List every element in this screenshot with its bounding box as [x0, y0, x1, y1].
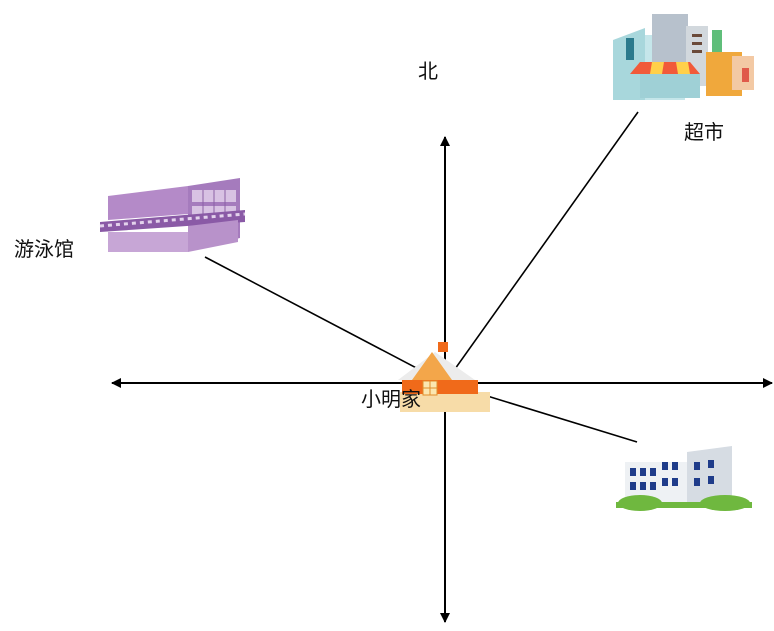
- swimming-pool-building-icon: [99, 178, 246, 252]
- home-label: 小明家: [361, 387, 421, 411]
- ray-to-swimming-pool: [204, 256, 446, 384]
- swimming-pool-label: 游泳馆: [14, 237, 74, 261]
- supermarket-building-icon: [613, 14, 754, 100]
- ray-to-supermarket: [444, 111, 639, 384]
- axes: [111, 136, 773, 623]
- house-icon: [398, 342, 490, 412]
- north-label: 北: [418, 59, 438, 83]
- school-building-icon: [616, 446, 752, 511]
- supermarket-label: 超市: [684, 120, 724, 144]
